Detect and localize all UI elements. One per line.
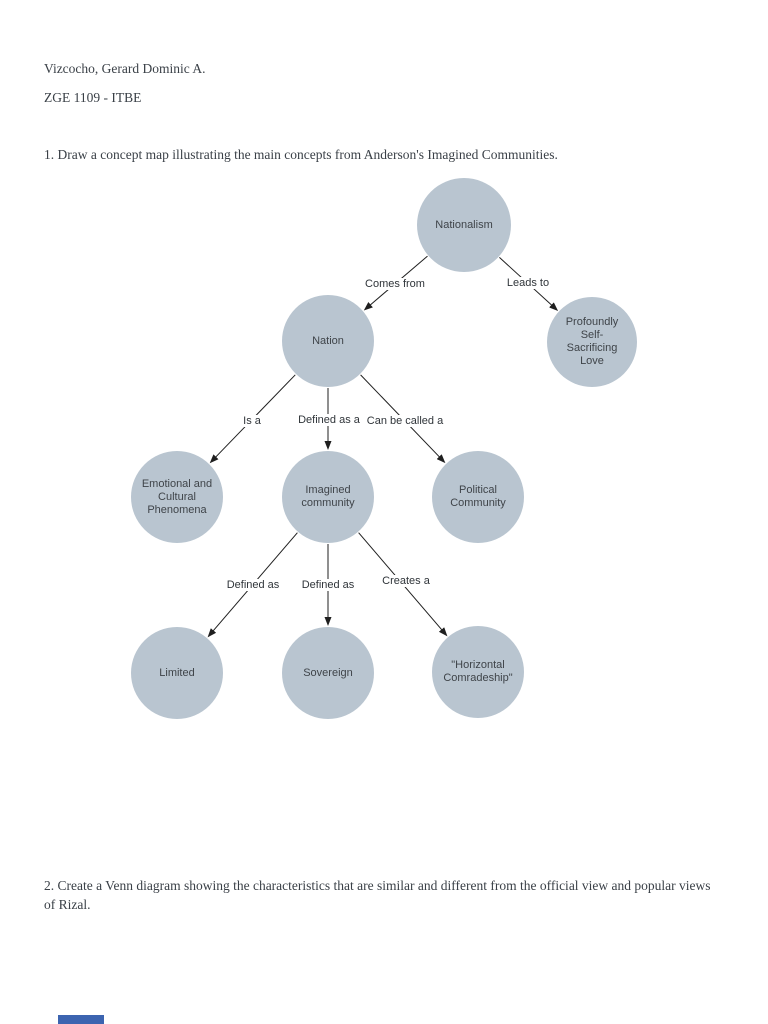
course-code: ZGE 1109 - ITBE (44, 90, 142, 105)
concept-node-label-line: Nation (312, 334, 344, 347)
concept-node-label-line: Political (459, 484, 497, 496)
edge-label-nationalism-to-profoundly-self-sacrificing-love: Leads to (503, 277, 553, 289)
concept-node-label-line: Emotional and (141, 477, 213, 490)
edge-label-imagined-community-to-horizontal-comradeship: Creates a (379, 575, 433, 587)
concept-node-label-line: Nationalism (435, 218, 493, 231)
concept-node-nation: Nation (282, 295, 374, 387)
concept-node-label-line: Sacrificing (566, 342, 618, 354)
edge-label-imagined-community-to-limited: Defined as (223, 579, 283, 591)
concept-node-label-line: Community (450, 497, 506, 509)
question-2: 2. Create a Venn diagram showing the cha… (44, 878, 711, 912)
edge-label-nationalism-to-nation: Comes from (362, 278, 428, 290)
concept-node-label-line: Comradeship" (443, 672, 513, 684)
concept-node-nationalism: Nationalism (417, 178, 511, 272)
edge-label-nation-to-emotional-cultural-phenomena: Is a (240, 415, 264, 427)
concept-node-label-line: Limited (159, 666, 195, 679)
concept-node-limited: Limited (131, 627, 223, 719)
concept-node-label-line: Profoundly (565, 316, 619, 328)
concept-node-label-line: Self- (580, 329, 604, 341)
concept-node-label-line: Sovereign (303, 666, 353, 679)
concept-node-sovereign: Sovereign (282, 627, 374, 719)
concept-node-label-line: Imagined (305, 484, 351, 496)
concept-node-label-line: Love (580, 355, 604, 367)
student-name: Vizcocho, Gerard Dominic A. (44, 61, 206, 76)
concept-node-label-line: Phenomena (147, 503, 207, 516)
edge-label-imagined-community-to-sovereign: Defined as (298, 579, 358, 591)
concept-node-label-line: "Horizontal (451, 659, 505, 671)
edge-label-nation-to-political-community: Can be called a (363, 415, 447, 427)
edge-label-nation-to-imagined-community: Defined as a (295, 414, 363, 426)
next-page-blue-fragment (58, 1015, 104, 1024)
concept-node-label-line: community (301, 497, 355, 509)
question-1: 1. Draw a concept map illustrating the m… (44, 147, 558, 162)
concept-node-label-line: Cultural (158, 490, 196, 503)
